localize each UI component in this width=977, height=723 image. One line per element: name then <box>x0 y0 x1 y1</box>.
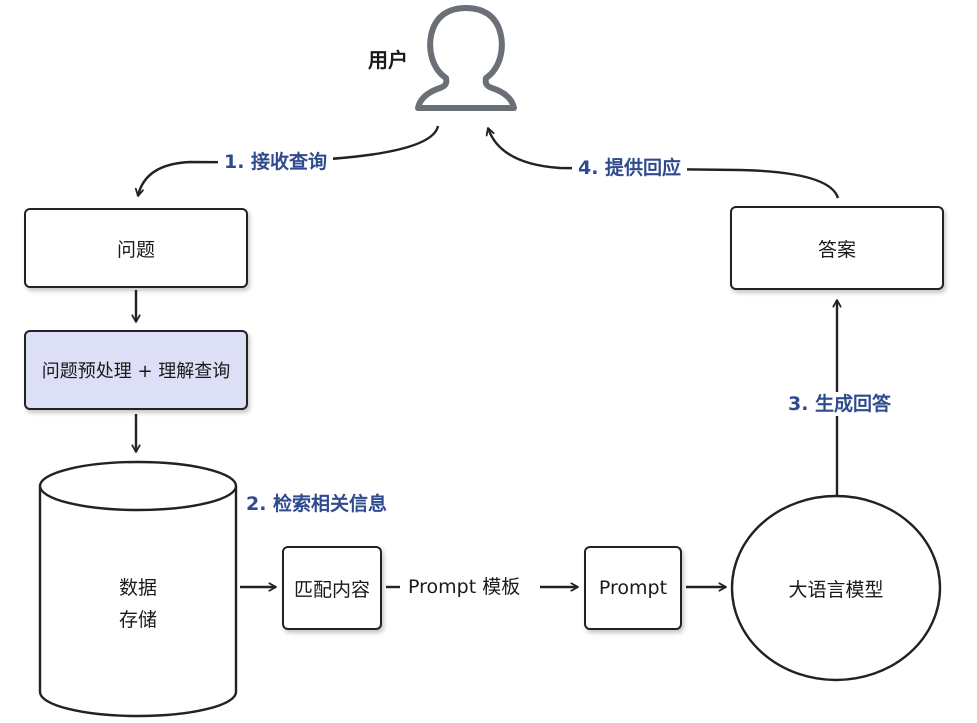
user-icon <box>415 5 517 111</box>
match-box: 匹配内容 <box>282 546 382 630</box>
prompt-box: Prompt <box>584 546 682 630</box>
edge-answer-user <box>488 128 840 199</box>
question-label: 问题 <box>116 238 155 261</box>
step-generate-answer: 3. 生成回答 <box>782 392 898 416</box>
user-label: 用户 <box>368 48 408 72</box>
storage-label-line2: 存储 <box>118 609 157 631</box>
preprocess-box: 问题预处理 + 理解查询 <box>24 330 248 410</box>
preprocess-label: 问题预处理 + 理解查询 <box>41 361 231 382</box>
storage-text: 数据 存储 <box>98 572 178 636</box>
answer-label: 答案 <box>817 238 856 261</box>
step-receive-query: 1. 接收查询 <box>218 150 334 174</box>
prompt-template-label: Prompt 模板 <box>408 576 521 598</box>
question-box: 问题 <box>24 208 248 288</box>
storage-cylinder <box>38 460 238 718</box>
storage-label-line1: 数据 <box>118 577 157 599</box>
match-label: 匹配内容 <box>293 578 370 601</box>
step-retrieve-info: 2. 检索相关信息 <box>240 492 394 516</box>
step-provide-response: 4. 提供回应 <box>572 156 688 180</box>
answer-box: 答案 <box>730 206 944 290</box>
llm-text: 大语言模型 <box>736 568 936 608</box>
llm-ellipse <box>730 494 942 682</box>
prompt-label: Prompt <box>598 577 668 599</box>
llm-label: 大语言模型 <box>788 578 884 601</box>
